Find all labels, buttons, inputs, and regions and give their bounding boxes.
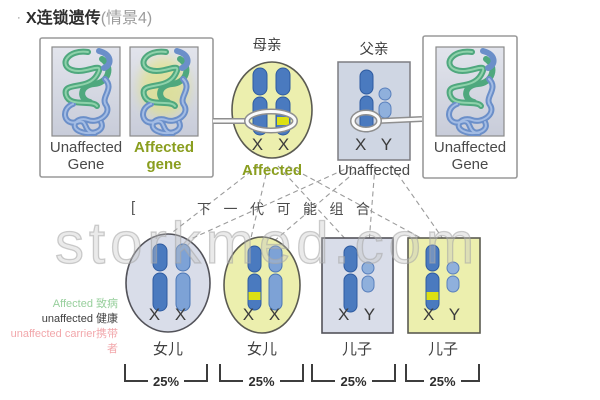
father-chromosome-text: X Y [354,135,398,154]
father-chromosome-y [378,87,392,119]
percent-value: 25% [340,374,367,389]
page-title: X连锁遗传(情景4) [26,11,152,27]
title-scenario: (情景4) [100,10,153,27]
unaffected-gene-label-line1: Unaffected [49,139,123,156]
mother-label: 母亲 [252,38,282,54]
daughter2-panel-affected [223,236,301,334]
son2-chromosome-text: X Y [422,305,466,324]
son2-panel-affected [407,237,481,334]
son1-percent-bracket: 25% [311,364,396,389]
percent-value: 25% [248,374,275,389]
legend-unaffected: unaffected 健康 [41,313,118,325]
bracket-left [219,364,244,382]
unaffected-gene-label-line2: Gene [67,156,105,173]
daughter2-percent-bracket: 25% [219,364,304,389]
daughter1-panel [125,233,211,333]
son2-percent-bracket: 25% [405,364,480,389]
title-bullet: · [17,12,21,24]
father-callout-line [377,116,423,124]
daughter2-label: 女儿 [246,341,278,358]
mother-magnifier-ellipse [244,108,298,134]
right-gene-label-line2: Gene [451,156,489,173]
daughter1-percent-bracket: 25% [124,364,208,389]
father-panel [337,61,411,161]
daughter1-label: 女儿 [152,341,184,358]
son2-label: 儿子 [427,341,459,358]
bracket-left [311,364,336,382]
son1-label: 儿子 [341,341,373,358]
dna-illustration-affected [139,51,189,133]
legend-affected: Affected 致病 [52,298,118,310]
father-gene-box [422,35,518,179]
son1-chromosome-text: X Y [337,305,381,324]
affected-gene-label-line1: Affected [133,139,195,156]
affected-gene-label-line2: gene [146,156,182,173]
son1-panel [321,237,394,334]
mother-chromosome-text: X X [251,135,295,154]
mother-panel [231,61,313,159]
bracket-right [279,364,304,382]
bracket-left [405,364,425,382]
mother-status: Affected [241,162,303,179]
inheritance-dashed-lines [159,165,456,257]
father-label: 父亲 [359,42,389,58]
title-main: X连锁遗传 [26,10,101,27]
bracket-right [184,364,208,382]
affected-band [248,292,261,300]
next-gen-heading: 下一代可能组合 [197,201,383,217]
father-chromosome-x [359,69,374,133]
affected-band [426,292,439,300]
percent-value: 25% [152,374,180,389]
daughter2-chromosome-text: X X [242,305,286,324]
next-gen-bracket: [ [131,199,136,216]
gene-comparison-box [39,37,214,178]
percent-value: 25% [429,374,456,389]
father-magnifier-ellipse [350,109,382,133]
right-gene-label-line1: Unaffected [433,139,507,156]
father-status: Unaffected [337,162,411,179]
legend-carrier: unaffected carrier携带者 [10,328,118,355]
bracket-right [460,364,480,382]
bracket-left [124,364,148,382]
affected-band [277,117,289,125]
bracket-right [371,364,396,382]
daughter1-chromosome-text: X X [148,305,192,324]
legend: Affected 致病 unaffected 健康 unaffected car… [0,297,118,357]
